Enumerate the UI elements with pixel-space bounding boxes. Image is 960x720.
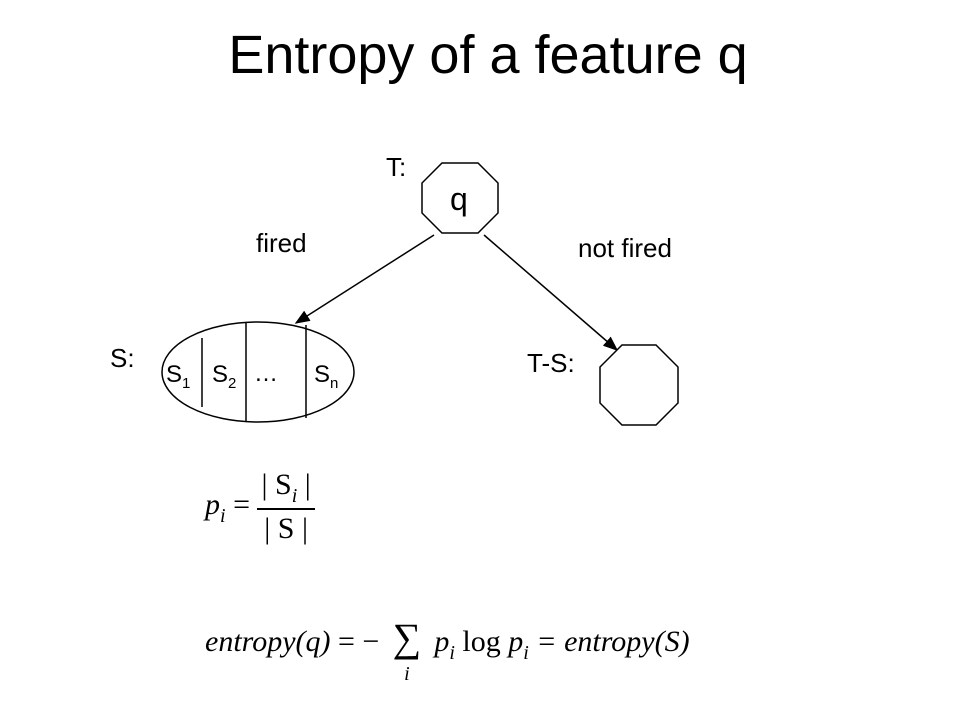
root-node-label: q (450, 181, 468, 217)
fired-edge-label: fired (256, 228, 307, 258)
probability-formula: pi = | Si | | S | (205, 470, 315, 544)
root-node-octagon (421, 162, 499, 234)
fired-edge-arrow (294, 234, 435, 324)
partition-ellipsis: … (254, 360, 278, 387)
not-fired-edge-arrow (483, 234, 619, 351)
set-s-label: S: (110, 343, 135, 373)
partition-s2: S2 (212, 361, 237, 392)
slide-title: Entropy of a feature q (228, 25, 748, 85)
partition-sn: Sn (314, 361, 339, 392)
set-s-ellipse (161, 321, 355, 423)
partition-s1: S1 (166, 361, 191, 392)
probability-fraction: | Si | | S | (257, 470, 315, 544)
summation-sign: ∑ i (392, 615, 422, 685)
entropy-formula: entropy(q) = − ∑ i pi log pi = entropy(S… (205, 615, 690, 685)
set-t-minus-s-label: T-S: (527, 348, 575, 378)
not-fired-edge-label: not fired (578, 233, 672, 263)
t-minus-s-octagon (599, 344, 679, 426)
root-set-label: T: (386, 152, 407, 182)
